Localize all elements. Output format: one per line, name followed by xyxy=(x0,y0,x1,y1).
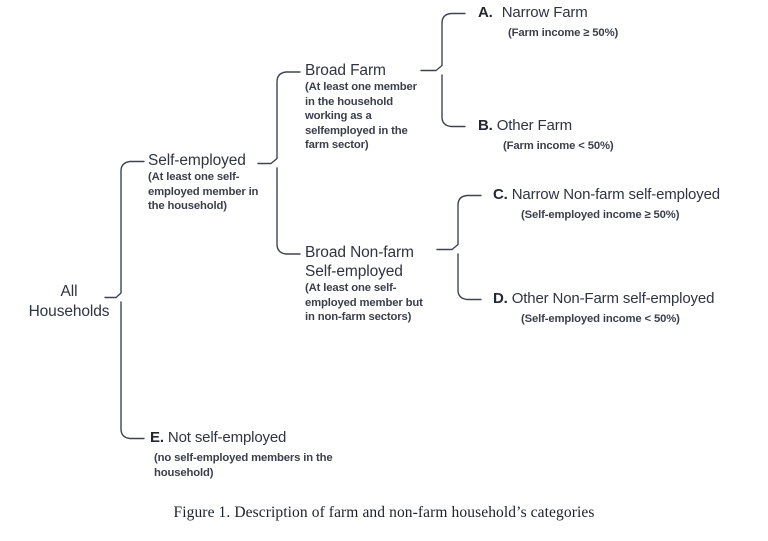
bracket-root-upper xyxy=(104,160,145,299)
leaf-narrow-nonfarm-title: C. Narrow Non-farm self-employed xyxy=(493,186,720,203)
leaf-other-farm-name: Other Farm xyxy=(496,117,572,134)
bracket-root-lower xyxy=(120,301,145,440)
leaf-not-self-employed-note: (no self-employed members in the househo… xyxy=(154,452,333,479)
leaf-narrow-farm-name: Narrow Farm xyxy=(501,4,588,21)
leaf-narrow-farm-label: A. xyxy=(478,4,493,21)
bracket-broadfarm-upper xyxy=(420,12,466,72)
self-employed-note: (At least one self-employed member in th… xyxy=(148,171,259,213)
leaf-other-nonfarm-title: D. Other Non-Farm self-employed xyxy=(493,290,714,307)
bracket-broadnonfarm-upper xyxy=(436,194,482,251)
leaf-not-self-employed: E. Not self-employed (no self-employed m… xyxy=(150,429,390,480)
leaf-not-self-employed-label: E. xyxy=(150,429,164,446)
broad-nonfarm-note: (At least one self-employed member but i… xyxy=(305,282,423,324)
node-self-employed: Self-employed (At least one self-employe… xyxy=(148,151,260,214)
leaf-narrow-farm-note: (Farm income ≥ 50%) xyxy=(508,27,619,39)
broad-nonfarm-title-line-2: Self-employed xyxy=(305,263,403,280)
node-broad-farm: Broad Farm (At least one member in the h… xyxy=(305,61,427,153)
leaf-narrow-farm-title: A. Narrow Farm xyxy=(478,4,618,21)
leaf-narrow-nonfarm-self-employed: C. Narrow Non-farm self-employed (Self-e… xyxy=(493,186,720,221)
leaf-other-nonfarm-name: Other Non-Farm self-employed xyxy=(511,290,715,307)
leaf-not-self-employed-name: Not self-employed xyxy=(167,429,287,446)
all-households-line-2: Households xyxy=(28,303,110,320)
leaf-other-farm: B. Other Farm (Farm income < 50%) xyxy=(478,117,614,152)
bracket-broadfarm-lower xyxy=(441,74,466,128)
self-employed-title: Self-employed xyxy=(148,152,246,169)
leaf-narrow-nonfarm-note: (Self-employed income ≥ 50%) xyxy=(521,209,680,221)
leaf-not-self-employed-title: E. Not self-employed xyxy=(150,429,390,446)
leaf-narrow-nonfarm-label: C. xyxy=(493,186,508,203)
leaf-other-farm-title: B. Other Farm xyxy=(478,117,613,134)
broad-nonfarm-title-line-1: Broad Non-farm xyxy=(305,244,414,261)
node-all-households: All Households xyxy=(14,282,124,322)
broad-farm-title: Broad Farm xyxy=(305,62,386,79)
bracket-selfemployed-lower xyxy=(276,167,301,255)
leaf-other-nonfarm-note: (Self-employed income < 50%) xyxy=(521,313,680,325)
bracket-selfemployed-upper xyxy=(257,71,301,165)
figure-caption: Figure 1. Description of farm and non-fa… xyxy=(173,504,595,521)
all-households-line-1: All xyxy=(60,283,78,300)
leaf-narrow-nonfarm-name: Narrow Non-farm self-employed xyxy=(511,186,720,203)
broad-farm-note: (At least one member in the household wo… xyxy=(305,81,417,152)
leaf-other-nonfarm-label: D. xyxy=(493,290,508,307)
bracket-broadnonfarm-lower xyxy=(457,253,482,301)
leaf-other-farm-note: (Farm income < 50%) xyxy=(503,140,614,152)
leaf-other-farm-label: B. xyxy=(478,117,493,134)
node-broad-nonfarm-self-employed: Broad Non-farm Self-employed (At least o… xyxy=(305,243,429,325)
leaf-narrow-farm: A. Narrow Farm (Farm income ≥ 50%) xyxy=(478,4,618,39)
leaf-other-nonfarm-self-employed: D. Other Non-Farm self-employed (Self-em… xyxy=(493,290,714,325)
